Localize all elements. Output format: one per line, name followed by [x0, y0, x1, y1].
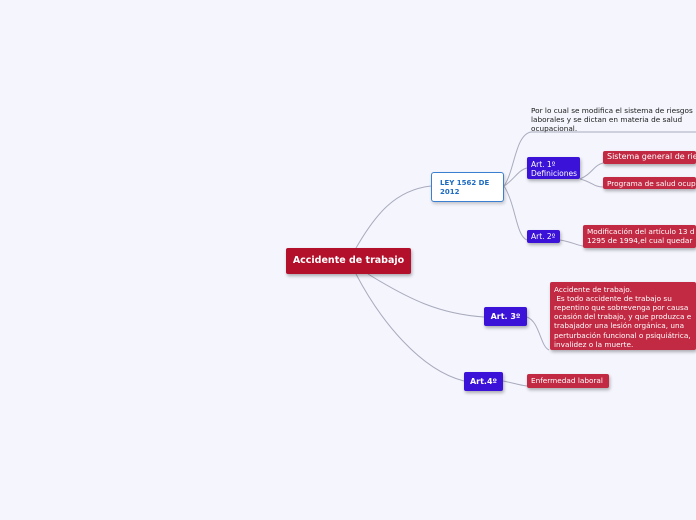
- art3-desc-line: repentino que sobrevenga por causa: [554, 303, 689, 313]
- topic-art-2[interactable]: Art. 2º: [527, 230, 560, 243]
- art3-desc-line: invalidez o la muerte.: [554, 339, 634, 349]
- connector-ley-art1: [503, 167, 528, 187]
- art1-label-line2: Definiciones: [531, 169, 578, 179]
- connector-art3-desc: [526, 316, 550, 351]
- topic-art-4[interactable]: Art.4º: [464, 372, 503, 391]
- central-node-label: Accidente de trabajo: [292, 255, 405, 267]
- ley-description-text[interactable]: Por lo cual se modifica el sistema de ri…: [531, 106, 696, 133]
- art3-desc-line: perturbación funcional o psiquiátrica,: [554, 330, 691, 340]
- connector-art2-child: [559, 239, 584, 247]
- connector-root-ley: [355, 185, 432, 249]
- connector-art1-child2: [579, 178, 604, 188]
- topic-art-1[interactable]: Art. 1º Definiciones: [527, 157, 580, 179]
- topic-ley-label: LEY 1562 DE 2012: [440, 179, 490, 196]
- art3-desc-line: Accidente de trabajo.: [554, 285, 632, 294]
- art2-child-line1: Modificación del artículo 13 d: [587, 227, 695, 236]
- art3-desc-line: Es todo accidente de trabajo su: [554, 294, 672, 304]
- connector-ley-art2: [503, 185, 528, 241]
- central-node-accidente-de-trabajo[interactable]: Accidente de trabajo: [286, 248, 411, 274]
- art1-child-sistema-general[interactable]: Sistema general de rie: [603, 151, 696, 164]
- connector-art4-child: [502, 380, 528, 387]
- art4-child-label: Enfermedad laboral: [531, 376, 603, 385]
- art1-child-programa-salud[interactable]: Programa de salud ocup: [603, 177, 696, 189]
- connector-art1-child1: [579, 162, 604, 180]
- art1-child1-label: Sistema general de rie: [607, 152, 696, 161]
- art4-child-enfermedad-laboral[interactable]: Enfermedad laboral: [527, 374, 609, 388]
- art2-child-line2: 1295 de 1994,el cual quedar: [587, 236, 693, 246]
- topic-ley-1562[interactable]: LEY 1562 DE 2012: [431, 172, 504, 202]
- art4-label: Art.4º: [469, 376, 498, 386]
- art3-child-accidente-definicion[interactable]: Accidente de trabajo. Es todo accidente …: [550, 282, 696, 350]
- connector-ley-desc: [503, 131, 696, 187]
- connector-root-art3: [367, 273, 485, 318]
- ley-description-label: Por lo cual se modifica el sistema de ri…: [531, 106, 693, 134]
- art3-label: Art. 3º: [490, 311, 521, 321]
- connector-root-art4: [355, 273, 465, 382]
- art3-desc-line: ocasión del trabajo, y que produzca e: [554, 312, 692, 322]
- art2-label: Art. 2º: [531, 232, 556, 241]
- art1-label-line1: Art. 1º: [531, 160, 556, 169]
- art2-child-modificacion[interactable]: Modificación del artículo 13 d 1295 de 1…: [583, 225, 696, 248]
- topic-art-3[interactable]: Art. 3º: [484, 307, 527, 326]
- art1-child2-label: Programa de salud ocup: [607, 179, 696, 188]
- art3-desc-line: trabajador una lesión orgánica, una: [554, 321, 685, 331]
